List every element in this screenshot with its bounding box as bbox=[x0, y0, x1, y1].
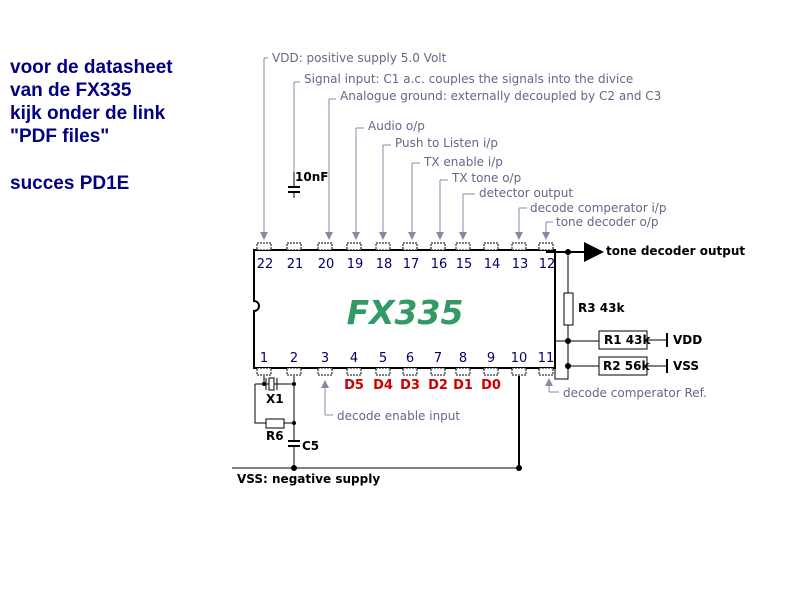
cap-10nf-label: 10nF bbox=[295, 170, 328, 184]
vss-supply-label: VSS: negative supply bbox=[237, 472, 380, 486]
pin-number-6: 6 bbox=[406, 351, 414, 366]
pin-10 bbox=[511, 367, 527, 376]
r1-label: R1 43k bbox=[604, 333, 651, 347]
pin-15 bbox=[455, 242, 471, 251]
note-line-3: kijk onder de link bbox=[10, 103, 166, 124]
data-bit-labels: D5 D4 D3 D2 D1 D0 bbox=[344, 378, 501, 393]
tone-decoder-output-label: tone decoder output bbox=[606, 244, 745, 258]
pin-4 bbox=[346, 367, 362, 376]
right-network: tone decoder output R3 43k R1 43k VDD R2… bbox=[546, 242, 745, 380]
tone-decoder-out-label: tone decoder o/p bbox=[556, 215, 659, 229]
pin-6 bbox=[402, 367, 418, 376]
pin-number-3: 3 bbox=[321, 351, 329, 366]
pin-number-15: 15 bbox=[456, 257, 473, 272]
analogue-ground-label: Analogue ground: externally decoupled by… bbox=[340, 89, 661, 103]
pin-11 bbox=[538, 367, 554, 376]
pin-number-1: 1 bbox=[260, 351, 268, 366]
note-line-4: "PDF files" bbox=[10, 126, 110, 147]
data-bit-d2: D2 bbox=[428, 378, 448, 393]
pin-number-7: 7 bbox=[434, 351, 442, 366]
pin-number-22: 22 bbox=[257, 257, 274, 272]
pin-number-5: 5 bbox=[379, 351, 387, 366]
pin-1 bbox=[256, 367, 272, 376]
top-pins: 22 21 20 19 18 17 16 15 14 13 12 bbox=[256, 242, 556, 272]
vdd-label: VDD bbox=[673, 333, 702, 347]
pin-14 bbox=[483, 242, 499, 251]
pin-7 bbox=[430, 367, 446, 376]
pin-number-14: 14 bbox=[484, 257, 501, 272]
pin-number-8: 8 bbox=[459, 351, 467, 366]
pin-3 bbox=[317, 367, 333, 376]
decode-enable-label: decode enable input bbox=[337, 409, 460, 423]
pin-8 bbox=[455, 367, 471, 376]
pin-22 bbox=[256, 242, 272, 251]
signal-input-label: Signal input: C1 a.c. couples the signal… bbox=[304, 72, 633, 86]
crystal-x1 bbox=[268, 377, 275, 391]
pin-13 bbox=[511, 242, 527, 251]
pin-number-12: 12 bbox=[539, 257, 556, 272]
pin-2 bbox=[286, 367, 302, 376]
audio-out-label: Audio o/p bbox=[368, 119, 425, 133]
note-signature: succes PD1E bbox=[10, 173, 130, 194]
pin-number-9: 9 bbox=[487, 351, 495, 366]
vss-rail: VSS: negative supply bbox=[232, 376, 522, 486]
pin-number-18: 18 bbox=[376, 257, 393, 272]
data-bit-d5: D5 bbox=[344, 378, 364, 393]
r2-label: R2 56k bbox=[603, 359, 650, 373]
pin-number-19: 19 bbox=[347, 257, 364, 272]
c5-label: C5 bbox=[302, 439, 319, 453]
decode-comparator-input-label: decode comperator i/p bbox=[530, 201, 666, 215]
pin-number-13: 13 bbox=[512, 257, 529, 272]
chip-name: FX335 bbox=[347, 293, 464, 332]
pin-number-4: 4 bbox=[350, 351, 358, 366]
pin-number-16: 16 bbox=[431, 257, 448, 272]
pin-20 bbox=[317, 242, 333, 251]
tx-tone-label: TX tone o/p bbox=[451, 171, 521, 185]
detector-output-label: detector output bbox=[479, 186, 573, 200]
pin-5 bbox=[375, 367, 391, 376]
vss-label: VSS bbox=[673, 359, 699, 373]
oscillator-network: X1 R6 C5 bbox=[254, 376, 319, 468]
pin-number-17: 17 bbox=[403, 257, 420, 272]
vdd-pin-label: VDD: positive supply 5.0 Volt bbox=[272, 51, 447, 65]
pin-18 bbox=[375, 242, 391, 251]
data-bit-d1: D1 bbox=[453, 378, 473, 393]
x1-label: X1 bbox=[266, 392, 284, 406]
pin-16 bbox=[430, 242, 446, 251]
datasheet-note: voor de datasheet van de FX335 kijk onde… bbox=[10, 56, 173, 195]
pin-19 bbox=[346, 242, 362, 251]
pin-9 bbox=[483, 367, 499, 376]
capacitor-10nf: 10nF bbox=[288, 170, 328, 198]
note-line-1: voor de datasheet bbox=[10, 57, 173, 78]
pin-number-21: 21 bbox=[287, 257, 304, 272]
data-bit-d0: D0 bbox=[481, 378, 501, 393]
pin-number-2: 2 bbox=[290, 351, 298, 366]
pin-number-20: 20 bbox=[318, 257, 335, 272]
pin-number-11: 11 bbox=[538, 351, 555, 366]
resistor-r6 bbox=[265, 418, 285, 429]
pin-labels: VDD: positive supply 5.0 Volt Signal inp… bbox=[260, 51, 707, 423]
decode-comparator-ref-label: decode comperator Ref. bbox=[563, 386, 707, 400]
pin-number-10: 10 bbox=[511, 351, 528, 366]
r3-label: R3 43k bbox=[578, 301, 625, 315]
pin-12 bbox=[538, 242, 554, 251]
pin-17 bbox=[402, 242, 418, 251]
push-to-listen-label: Push to Listen i/p bbox=[395, 136, 498, 150]
bottom-pins: 1 2 3 4 5 6 7 8 9 10 11 bbox=[256, 351, 555, 376]
data-bit-d3: D3 bbox=[400, 378, 420, 393]
pin-21 bbox=[286, 242, 302, 251]
resistor-r3 bbox=[563, 292, 574, 326]
tx-enable-label: TX enable i/p bbox=[423, 155, 503, 169]
note-line-2: van de FX335 bbox=[10, 80, 132, 101]
r6-label: R6 bbox=[266, 429, 284, 443]
data-bit-d4: D4 bbox=[373, 378, 393, 393]
